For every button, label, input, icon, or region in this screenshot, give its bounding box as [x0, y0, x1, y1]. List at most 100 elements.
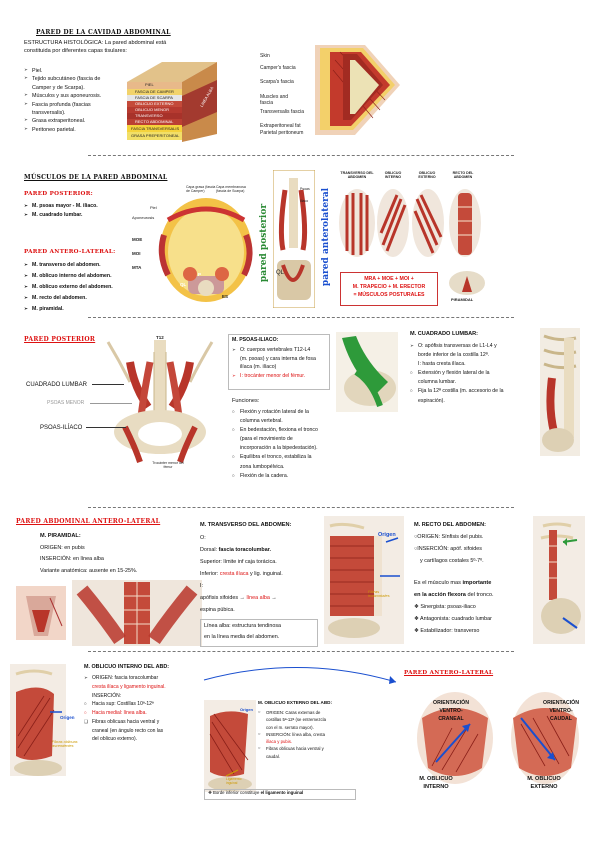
oe-caption-2: EXTERNO: [530, 784, 558, 790]
oi-list: ORIGEN: fascia toracolumbar cresta ilíac…: [84, 674, 202, 744]
oe-item-cont: con el m. serrato mayor).: [266, 724, 314, 730]
dorsal-value: fascia toracolumbar.: [218, 547, 272, 553]
oe-orientation-2: VENTRO-: [549, 708, 573, 714]
recto-origen: ○ORIGEN: Sínfisis del pubis.: [414, 534, 484, 540]
diagram-label-scarpa: Capa membranosa (fascia de Scarpa): [216, 185, 246, 193]
diagram-label-p: P: [198, 272, 202, 277]
recto-figure: [533, 516, 585, 644]
section-title-pared-posterior: PARED POSTERIOR: [24, 336, 96, 343]
cl-item-cont: borde inferior de la costilla 12ª.: [418, 352, 490, 359]
oi-item: Hacia sup: Costillas 10ª-12ª: [84, 700, 202, 709]
imp-c: en la acción flexora: [414, 592, 466, 598]
section-divider: [88, 155, 514, 156]
col-head-oblicuo-externo: OBLICUO EXTERNO: [418, 171, 436, 179]
cuadrado-lumbar-title: M. CUADRADO LUMBAR:: [410, 331, 479, 337]
piramidal-label: PIRAMIDAL: [451, 297, 474, 302]
transverso-inferior: Inferior: cresta ilíaca y lig. inguinal.: [200, 571, 283, 578]
oi-fibras-label: Fibras oblicuas ascendentes: [52, 740, 78, 749]
wall-label-peritoneum: Parietal peritoneum: [260, 130, 304, 136]
anterolateral-item: M. oblicuo externo del abdomen.: [24, 282, 144, 293]
abdominal-wall-layers-figure: [315, 45, 400, 135]
recto-title: M. RECTO DEL ABDOMEN:: [414, 522, 486, 528]
label-psoas-menor: PSOAS MENOR: [47, 400, 85, 406]
oe-orientation-1: ORIENTACIÓN: [543, 700, 579, 706]
imp-a: Es el músculo mas: [414, 580, 463, 586]
transverso-insercion: apófisis xifoides → línea alba →: [200, 595, 277, 602]
imp-b: importante: [462, 580, 492, 586]
oe-note: ❖ Borde inferior constituye el ligamento…: [208, 790, 304, 795]
subheading-pared-posterior: PARED POSTERIOR:: [24, 191, 94, 197]
transverso-espina: espina púbica.: [200, 607, 235, 613]
transverso-dorsal: Dorsal: fascia toracolumbar.: [200, 547, 271, 554]
functions-title: Funciones:: [232, 398, 260, 404]
recto-estabilizador: ❖ Estabilizador: transverso: [414, 628, 480, 634]
psoas-box: [228, 334, 330, 390]
cl-item: O: apófisis transversas de L1-L4 y: [410, 342, 536, 351]
layer-item: Grasa extraperitoneal.: [24, 117, 124, 125]
tissue-layers-illustration: [127, 62, 217, 142]
piramidal-variante: Variante anatómica: ausente en 15-25%.: [40, 568, 138, 574]
recto-antagonista: ❖ Antagonista: cuadrado lumbar: [414, 616, 492, 622]
fig-label-ql: QL: [276, 270, 285, 276]
intro-bold: ESTRUCTURA HISTOLÓGICA:: [24, 40, 104, 46]
label-trocanter: Trocánter menor del fémur: [152, 461, 184, 469]
label-cuadrado-lumbar: CUADRADO LUMBAR: [26, 382, 88, 388]
oe-note-a: Borde inferior constituye: [213, 790, 261, 795]
oi-item-cont: del oblicuo externo).: [92, 736, 138, 743]
transverso-title: M. TRANSVERSO DEL ABDOMEN:: [200, 522, 292, 528]
layer-item-cont: Camper y de Scarpa).: [32, 84, 85, 91]
anterolateral-item: M. recto del abdomen.: [24, 293, 144, 304]
col-head-oblicuo-interno: OBLICUO INTERNO: [384, 171, 402, 179]
oi-origen-label: Origen: [60, 715, 75, 720]
cl-item-cont: columna lumbar.: [418, 379, 457, 386]
oe-item: ORIGEN: Caras externas de: [258, 709, 366, 716]
psoas-item-cont: (m. psoas) y cara interna de fosa: [240, 355, 316, 362]
pointer-line: [86, 427, 126, 428]
oe-item-cont: ilíaca y pubis.: [266, 739, 293, 745]
recto-cartilagos: y cartílagos costales 5º-7º.: [420, 558, 484, 564]
piramidal-title: M. PIRAMIDAL:: [40, 533, 81, 539]
recto-sinergista: ❖ Sinergista: psoas-iliaco: [414, 604, 476, 610]
section-divider: [88, 507, 514, 508]
wall-label-muscles: Muscles and fascia: [260, 94, 289, 106]
block-label: FASCIA DE CAMPER: [135, 89, 174, 94]
wall-label-camper: Camper's fascia: [260, 65, 296, 71]
anterolateral-item: M. piramidal.: [24, 304, 144, 315]
layer-item-cont: transversalis).: [32, 109, 66, 116]
anterolateral-list: M. transverso del abdomen. M. oblicuo in…: [24, 260, 144, 315]
vertical-label-pared-posterior: pared posterior: [259, 203, 269, 283]
posterior-item: M. cuadrado lumbar.: [24, 211, 134, 220]
section-title-pared: PARED DE LA CAVIDAD ABDOMINAL: [36, 29, 171, 36]
inferior-label: Inferior:: [200, 571, 220, 577]
diagram-label-ql: QL: [180, 282, 187, 287]
anterolateral-item: M. oblicuo interno del abdomen.: [24, 271, 144, 282]
cl-item: I: hasta cresta ilíaca.: [418, 361, 466, 368]
piramidal-origin: ORIGEN: en pubis: [40, 545, 85, 551]
formula-line-3: = MÚSCULOS POSTURALES: [353, 292, 425, 298]
function-item: Equilibra el tronco, estabiliza la: [232, 453, 332, 462]
inferior-red: cresta ilíaca: [219, 571, 249, 577]
oi-orientation-3: CRANEAL: [438, 716, 464, 722]
sinergista-text: Sinergista: psoas-iliaco: [420, 604, 476, 610]
function-item-cont: zona lumbopélvica.: [240, 463, 285, 470]
psoas-list: O: cuerpos vertebrales T12-L4 (m. psoas)…: [232, 346, 327, 380]
diagram-label-piel: Piel: [150, 205, 157, 210]
layer-item: Tejido subcutáneo (fascia de: [24, 75, 124, 83]
oblicuo-externo-figure: [204, 700, 256, 792]
linea-alba-note-1: Línea alba: estructura tendinosa: [204, 623, 282, 629]
diagram-label-moe: MOE: [132, 237, 143, 242]
oe-title: M. OBLICUO EXTERNO DEL ABD:: [258, 700, 333, 705]
function-item: Flexión de la cadera.: [232, 472, 332, 481]
function-item-cont: (para el movimiento de: [240, 436, 293, 443]
oi-item: Hacia medial: línea alba.: [84, 709, 202, 718]
psoas-item: O: cuerpos vertebrales T12-L4: [232, 346, 327, 355]
function-item-cont: incorporación a la bipedestación).: [240, 445, 318, 452]
diagram-label-es: ES: [222, 294, 229, 299]
block-label: FASCIA DE SCARPA: [135, 95, 173, 100]
oe-origen-label: Origen: [240, 707, 253, 712]
diagram-label-mta: MTA: [132, 265, 142, 270]
piramidal-insercion: INSERCIÓN: en línea alba: [40, 556, 104, 562]
green-psoas-figure: [336, 332, 398, 412]
ins-rest: →: [269, 595, 277, 601]
oi-orientation-1: ORIENTACIÓN: [433, 700, 469, 706]
